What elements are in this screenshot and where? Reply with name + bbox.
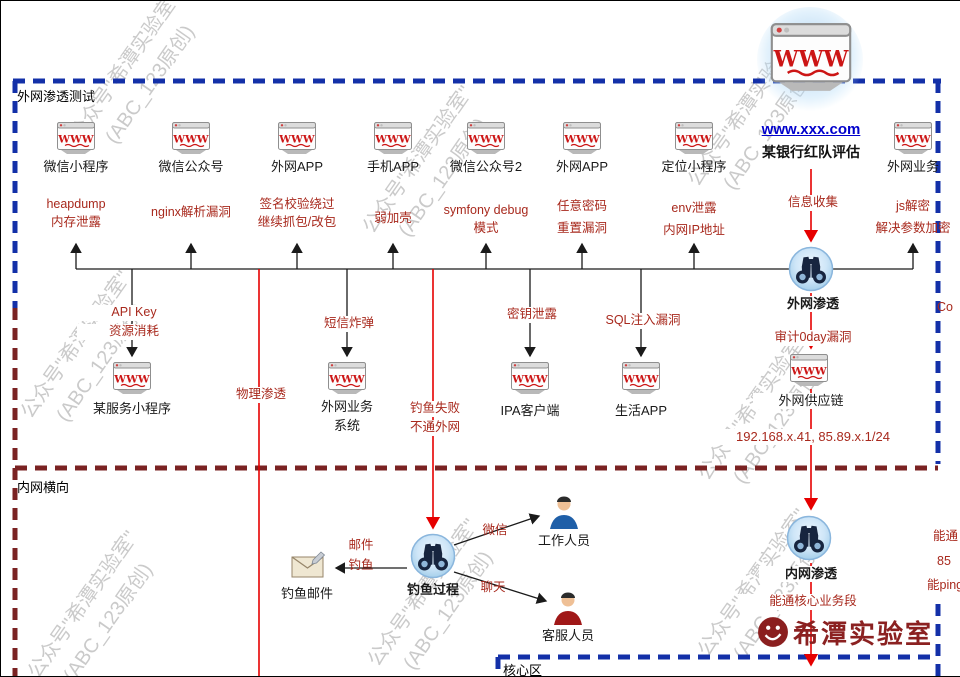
- watermark: 公众号"希潭实验室"(ABC_123原创): [16, 267, 151, 426]
- www-icon: [893, 121, 933, 160]
- ip-range-note: 192.168.x.41, 85.89.x.1/24: [698, 429, 928, 446]
- binoculars-icon: [788, 246, 834, 297]
- target-name: 某银行红队评估: [762, 144, 860, 160]
- physical-pentest-note: 物理渗透: [224, 387, 298, 403]
- binoculars-icon: [410, 533, 456, 584]
- app-label: 手机APP: [366, 159, 419, 174]
- binoculars-icon: [786, 515, 832, 566]
- vuln-note: heapdump: [46, 197, 106, 211]
- www-icon: [277, 121, 317, 160]
- vuln-note: 模式: [473, 221, 499, 235]
- section-label-internal: 内网横向: [17, 480, 70, 495]
- cutoff-note: 能通: [933, 529, 959, 543]
- vuln-note: 内存泄露: [50, 215, 101, 229]
- staff-person-icon: [546, 493, 582, 534]
- audit-0day-note: 审计0day漏洞: [751, 330, 875, 346]
- vuln-note: 解决参数加密: [875, 221, 951, 235]
- external-pentest-label: 外网渗透: [761, 296, 865, 313]
- app-label: 外网APP: [555, 159, 608, 174]
- www-icon: [562, 121, 602, 160]
- phish-fail-note: 不通外网: [393, 420, 477, 436]
- app-label: 某服务小程序: [92, 401, 171, 416]
- vuln-note: 短信炸弹: [297, 316, 401, 332]
- vuln-note: SQL注入漏洞: [581, 313, 705, 329]
- www-icon: [510, 361, 550, 400]
- chat-note: 聊天: [480, 580, 506, 594]
- www-icon: [112, 361, 152, 400]
- app-label: 微信小程序: [43, 159, 109, 174]
- vuln-note: 资源消耗: [77, 324, 191, 340]
- internal-pentest-label: 内网渗透: [759, 566, 863, 583]
- vuln-note: js解密: [895, 199, 931, 213]
- app-label: 微信公众号2: [449, 159, 523, 174]
- www-icon: [674, 121, 714, 160]
- app-label: 外网业务: [886, 159, 939, 174]
- www-icon: [171, 121, 211, 160]
- vuln-note: 内网IP地址: [663, 223, 725, 237]
- app-label: 微信公众号: [158, 159, 224, 174]
- cutoff-note: Co: [937, 300, 953, 314]
- phish-email-label: 钓鱼邮件: [280, 586, 333, 601]
- www-icon: [373, 121, 413, 160]
- core-segment-note: 能通核心业务段: [739, 594, 887, 610]
- cutoff-note: 能ping通: [927, 578, 960, 592]
- app-label: 生活APP: [614, 403, 667, 418]
- vuln-note: env泄露: [671, 201, 717, 215]
- info-collect-note: 信息收集: [771, 195, 855, 211]
- service-label: 客服人员: [541, 628, 594, 643]
- vuln-note: 继续抓包/改包: [257, 215, 337, 229]
- www-icon: [56, 121, 96, 160]
- phish-fail-note: 钓鱼失败: [393, 401, 477, 417]
- staff-label: 工作人员: [537, 533, 590, 548]
- app-label: IPA客户端: [500, 403, 560, 418]
- vuln-note: symfony debug: [443, 203, 529, 217]
- watermark: 公众号"希潭实验室"(ABC_123原创): [23, 527, 158, 677]
- vuln-note: 密钥泄露: [480, 307, 584, 323]
- target-www-icon: [768, 21, 854, 98]
- www-icon: [789, 353, 829, 392]
- mail-note: 邮件: [348, 538, 374, 552]
- app-label: 定位小程序: [661, 159, 727, 174]
- www-icon: [466, 121, 506, 160]
- service-person-icon: [550, 589, 586, 630]
- supply-chain-label: 外网供应链: [753, 393, 869, 410]
- cutoff-note: 85: [937, 554, 951, 568]
- wechat-note: 微信: [482, 523, 508, 537]
- vuln-note: nginx解析漏洞: [151, 205, 231, 219]
- app-label: 外网APP: [270, 159, 323, 174]
- app-label: 外网业务: [320, 399, 373, 414]
- www-icon: [327, 361, 367, 400]
- envelope-icon: [291, 551, 327, 584]
- vuln-note: API Key: [77, 305, 191, 321]
- mail-note: 钓鱼: [348, 558, 374, 572]
- section-label-external: 外网渗透测试: [17, 89, 96, 104]
- target-url-link[interactable]: www.xxx.com: [761, 121, 861, 138]
- vuln-note: 签名校验绕过: [259, 197, 335, 211]
- lab-logo-text: 希潭实验室: [793, 620, 934, 650]
- vuln-note: 任意密码: [556, 199, 607, 213]
- section-label-core: 核心区: [503, 663, 543, 677]
- app-label: 系统: [333, 418, 360, 433]
- phish-process-label: 钓鱼过程: [406, 582, 459, 597]
- lab-logo-icon: [757, 616, 789, 653]
- vuln-note: 弱加壳: [374, 211, 412, 225]
- www-icon: [621, 361, 661, 400]
- vuln-note: 重置漏洞: [556, 221, 607, 235]
